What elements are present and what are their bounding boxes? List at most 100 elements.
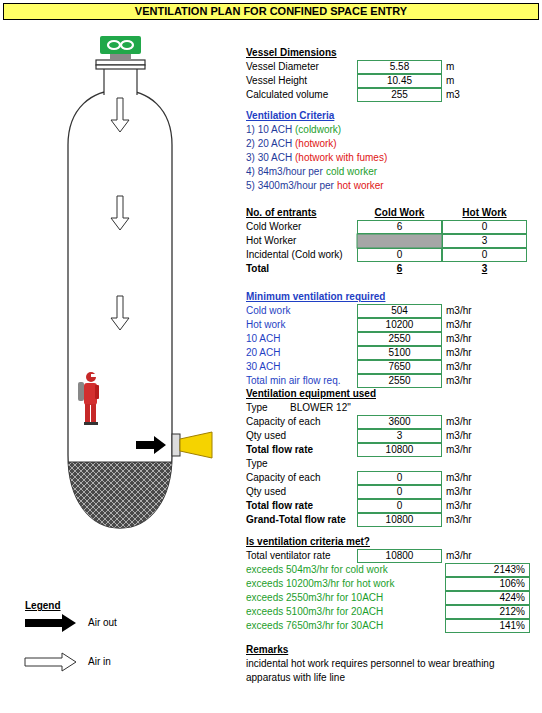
air-in-arrow: [111, 296, 129, 330]
value-cell: 3: [357, 429, 442, 443]
row-label: Total flow rate: [246, 443, 313, 457]
nozzle-neck: [104, 68, 137, 95]
criteria-text: 1) 10 ACH: [246, 123, 292, 137]
blower-icon: [108, 41, 120, 49]
packing-bed: [66, 462, 174, 532]
unit-label: m3/hr: [446, 318, 472, 332]
value-cell: 504: [357, 304, 442, 318]
criteria-text: 2) 20 ACH: [246, 137, 292, 151]
unit-label: m3/hr: [446, 304, 472, 318]
row-label: Incidental (Cold work): [246, 248, 343, 262]
row-label: Vessel Height: [246, 74, 307, 88]
percent-cell: 141%: [445, 619, 530, 633]
blower-symbol: [100, 36, 141, 54]
section-heading: No. of entrants: [246, 206, 317, 220]
unit-label: m3/hr: [446, 443, 472, 457]
worker-leg: [91, 404, 96, 423]
worker-arm: [95, 385, 99, 399]
value-cell: 0: [357, 499, 442, 513]
unit-label: m3/hr: [446, 549, 472, 563]
criteria-text: cold worker: [326, 165, 377, 179]
column-heading: Hot Work: [442, 206, 527, 220]
row-label: Capacity of each: [246, 471, 321, 485]
value-cell: 2550: [357, 374, 442, 388]
criteria-text: 4) 84m3/hour per: [246, 165, 323, 179]
flange: [96, 60, 145, 65]
total-value: 6: [357, 262, 442, 276]
row-label: Type: [246, 457, 268, 471]
title-band: VENTILATION PLAN FOR CONFINED SPACE ENTR…: [3, 3, 539, 20]
row-label: Qty used: [246, 485, 286, 499]
criteria-text: (coldwork): [295, 123, 341, 137]
worker-tank: [78, 382, 84, 401]
row-label: Calculated volume: [246, 88, 328, 102]
row-label: 20 ACH: [246, 346, 280, 360]
nozzle-wall: [103, 68, 104, 95]
unit-label: m3/hr: [446, 346, 472, 360]
unit-label: m3/hr: [446, 429, 472, 443]
value-cell: 0: [357, 471, 442, 485]
legend-air-in-arrow: [25, 653, 76, 671]
value-cell: 5100: [357, 346, 442, 360]
row-label: Hot work: [246, 318, 285, 332]
exhaust-blower: [180, 432, 212, 458]
value-cell: 6: [357, 220, 442, 234]
value-cell: 255: [357, 88, 442, 102]
unit-label: m3/hr: [446, 485, 472, 499]
value-cell: 0: [442, 248, 527, 262]
worker-boot: [84, 422, 91, 425]
blower-neck: [110, 53, 131, 60]
worker-boot: [91, 422, 98, 425]
value-cell: 10800: [357, 513, 442, 527]
criteria-text: 3) 30 ACH: [246, 151, 292, 165]
criteria-text: hot worker: [337, 179, 384, 193]
unit-label: m3/hr: [446, 513, 472, 527]
criteria-text: (hotwork with fumes): [295, 151, 387, 165]
packing-support: [68, 462, 172, 463]
row-label: Cold Worker: [246, 220, 301, 234]
section-heading: Ventilation equipment used: [246, 387, 376, 401]
criteria-text: 5) 3400m3/hour per: [246, 179, 334, 193]
row-label: Vessel Diameter: [246, 60, 319, 74]
value-cell: 0: [442, 220, 527, 234]
row-label: BLOWER 12": [290, 401, 351, 415]
unit-label: m3/hr: [446, 471, 472, 485]
criteria-text: exceeds 10200m3/hr for hot work: [246, 577, 394, 591]
criteria-text: exceeds 7650m3/hr for 30ACH: [246, 619, 383, 633]
row-label: 10 ACH: [246, 332, 280, 346]
section-heading: Legend: [25, 599, 61, 613]
value-cell: 3600: [357, 415, 442, 429]
air-in-arrow: [111, 196, 129, 230]
worker-visor: [91, 374, 96, 377]
percent-cell: 212%: [445, 605, 530, 619]
side-nozzle: [172, 434, 180, 456]
worker-head: [86, 372, 96, 382]
total-value: 3: [442, 262, 527, 276]
value-cell: 3: [442, 234, 527, 248]
blower-icon: [121, 41, 133, 49]
legend-text: Air out: [88, 616, 117, 630]
unit-label: m: [446, 74, 454, 88]
row-label: Hot Worker: [246, 234, 296, 248]
flange: [96, 65, 145, 69]
unit-label: m: [446, 60, 454, 74]
value-cell: 0: [357, 485, 442, 499]
value-cell: 10800: [357, 443, 442, 457]
worker-leg: [85, 404, 90, 423]
value-cell: 2550: [357, 332, 442, 346]
value-cell: 5.58: [357, 60, 442, 74]
unit-label: m3/hr: [446, 415, 472, 429]
criteria-text: exceeds 5100m3/hr for 20ACH: [246, 605, 383, 619]
unit-label: m3: [446, 88, 460, 102]
criteria-text: (hotwork): [295, 137, 337, 151]
nozzle-wall: [136, 68, 137, 95]
row-label: Total flow rate: [246, 499, 313, 513]
section-heading: Ventilation Criteria: [246, 109, 334, 123]
vessel-shell: [68, 90, 172, 528]
disabled-cell: [357, 234, 442, 248]
unit-label: m3/hr: [446, 332, 472, 346]
section-heading: Minimum ventilation required: [246, 290, 385, 304]
row-label: Total: [246, 262, 269, 276]
row-label: Total min air flow req.: [246, 374, 340, 388]
row-label: Cold work: [246, 304, 290, 318]
